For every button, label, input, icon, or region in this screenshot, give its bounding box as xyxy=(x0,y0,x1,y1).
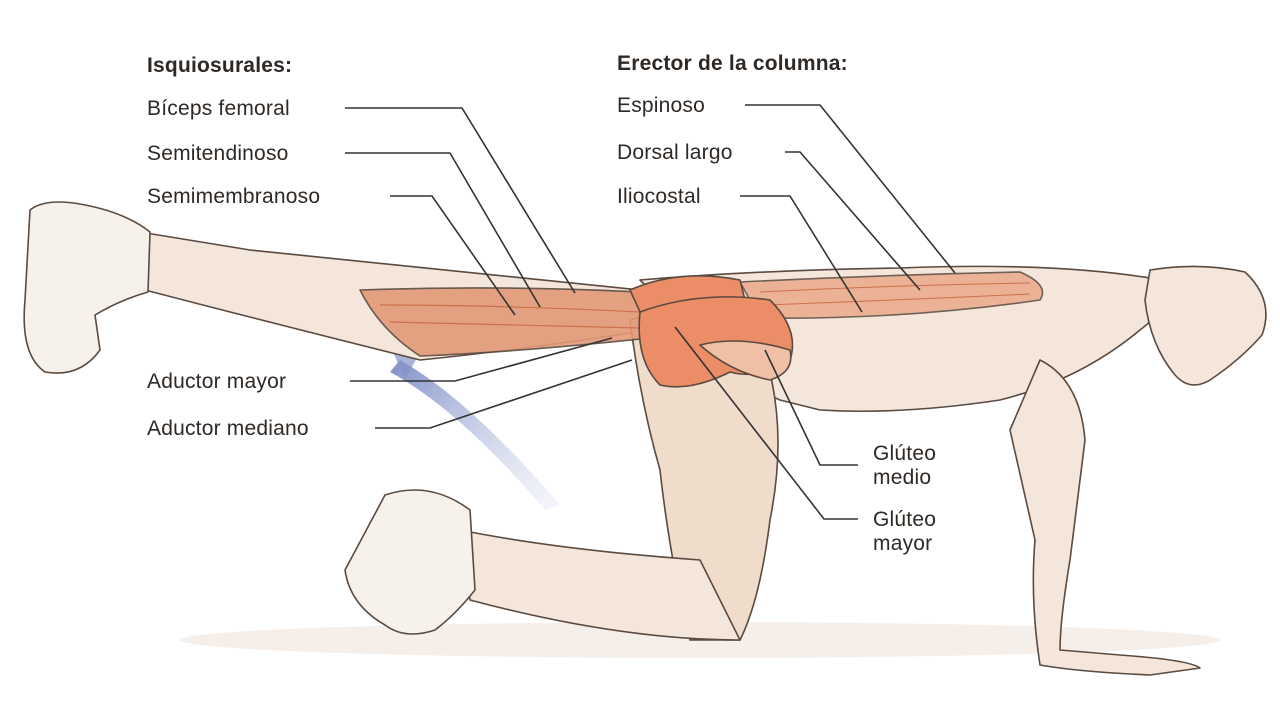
label-aductor-mayor: Aductor mayor xyxy=(147,370,287,393)
label-gluteo-mayor-line1: Glúteo xyxy=(873,508,937,531)
leader-semimembranoso xyxy=(390,195,516,316)
leader-gluteo-medio xyxy=(764,349,858,466)
lower-leg xyxy=(459,529,741,641)
leader-gluteo-mayor xyxy=(674,326,858,520)
leader-iliocostal xyxy=(740,195,863,313)
label-semimembranoso: Semimembranoso xyxy=(147,185,321,208)
leader-aductor-mayor xyxy=(350,337,613,382)
leader-biceps xyxy=(345,107,576,294)
hamstrings-header: Isquiosurales: xyxy=(147,54,293,77)
erector-muscles xyxy=(739,271,1044,319)
label-espinoso: Espinoso xyxy=(617,94,705,117)
label-semitendinoso: Semitendinoso xyxy=(147,142,289,165)
label-gluteo-mayor: Glúteo mayor xyxy=(873,508,936,556)
label-gluteo-mayor-line2: mayor xyxy=(873,532,933,555)
label-gluteo-medio: Glúteo medio xyxy=(873,442,936,490)
floor-shoe xyxy=(344,489,476,635)
label-gluteo-medio-line1: Glúteo xyxy=(873,442,937,465)
raised-shoe xyxy=(23,201,151,374)
head xyxy=(1144,265,1267,386)
leader-dorsal xyxy=(785,151,921,291)
arm xyxy=(1009,359,1201,676)
figure-body xyxy=(23,201,1267,676)
label-biceps-femoral: Bíceps femoral xyxy=(147,97,290,120)
leader-espinoso xyxy=(745,104,956,274)
leader-aductor-mediano xyxy=(375,359,633,429)
label-iliocostal: Iliocostal xyxy=(617,185,701,208)
label-gluteo-medio-line2: medio xyxy=(873,466,932,489)
leader-lines xyxy=(345,104,956,520)
label-aductor-mediano: Aductor mediano xyxy=(147,417,309,440)
erector-header: Erector de la columna: xyxy=(617,52,848,75)
label-dorsal-largo: Dorsal largo xyxy=(617,141,733,164)
leader-semitendinoso xyxy=(345,152,541,308)
